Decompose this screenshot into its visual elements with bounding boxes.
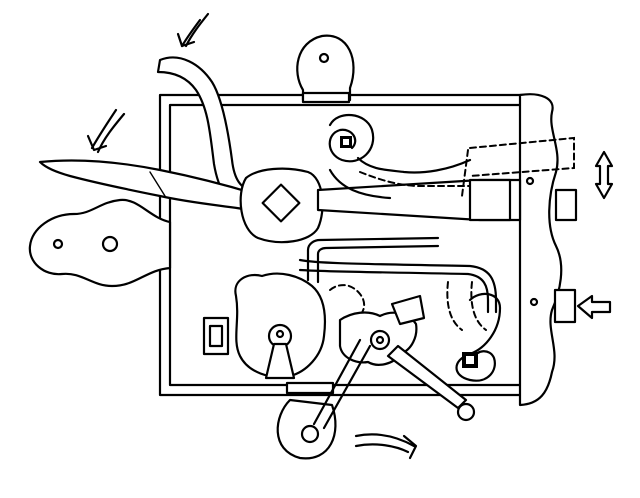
main-bolt (316, 178, 522, 222)
curved-arrow-top (176, 12, 210, 48)
lower-spiral-spring (455, 292, 502, 382)
spindle-hub (239, 167, 324, 244)
curved-arrow-left (86, 108, 126, 154)
keyhole (264, 323, 296, 380)
l-shaped-rod (306, 236, 440, 284)
top-mounting-lug (296, 34, 355, 104)
long-blade-lever (38, 159, 264, 214)
upper-spiral-spring (328, 113, 472, 200)
left-mounting-plate (28, 198, 172, 288)
vertical-bolt-rod (298, 258, 498, 314)
left-stop-block (202, 316, 230, 356)
upper-dashed-guide (359, 136, 575, 197)
forend-plate (518, 93, 578, 407)
follower-arm (386, 344, 476, 422)
block-arrow-icon (576, 294, 612, 320)
curved-arrow-bottom (354, 433, 418, 460)
double-arrow-icon (594, 150, 614, 200)
diagonal-rod (300, 338, 372, 444)
